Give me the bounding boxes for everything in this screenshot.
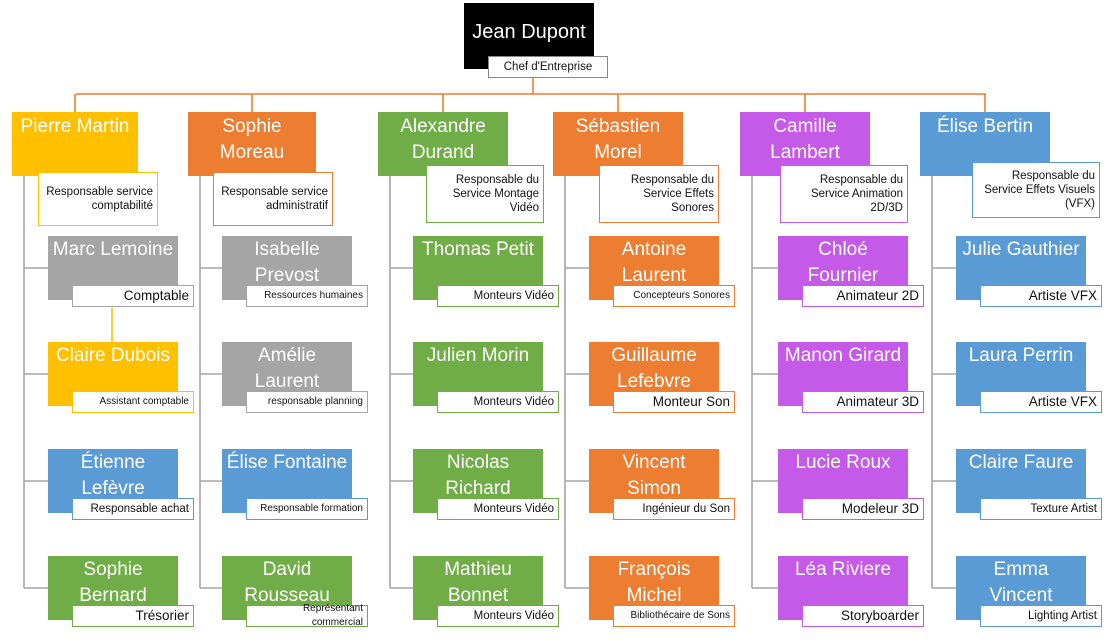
staff-role: Responsable formation (246, 498, 368, 520)
staff-name: Antoine Laurent (621, 239, 687, 286)
staff-name: David Rousseau (244, 559, 330, 606)
manager-name: Sébastien Morel (575, 116, 661, 163)
staff-role: Assistant comptable (72, 391, 194, 413)
ceo-role: Chef d'Entreprise (488, 56, 608, 78)
staff-name: Manon Girard (784, 345, 902, 366)
staff-name: Mathieu Bonnet (444, 559, 512, 606)
staff-role: Comptable (72, 285, 194, 307)
manager-name: Pierre Martin (20, 116, 130, 137)
staff-name: Julie Gauthier (962, 239, 1080, 260)
staff-role: Monteurs Vidéo (437, 285, 559, 307)
staff-role: Trésorier (72, 605, 194, 627)
staff-name: Isabelle Prevost (254, 239, 320, 286)
staff-role: Responsable achat (72, 498, 194, 520)
manager-role: Responsable du Service Animation 2D/3D (780, 165, 908, 223)
staff-name: Chloé Fournier (807, 239, 879, 286)
staff-role: Monteurs Vidéo (437, 498, 559, 520)
manager-box[interactable]: Pierre Martin (12, 112, 138, 176)
staff-box[interactable]: Amélie Laurent (222, 342, 352, 406)
manager-name: Élise Bertin (936, 116, 1034, 137)
manager-box[interactable]: Sophie Moreau (188, 112, 316, 176)
staff-role: Monteurs Vidéo (437, 391, 559, 413)
staff-box[interactable]: Marc Lemoine (48, 236, 178, 300)
staff-role: Ingénieur du Son (613, 498, 735, 520)
staff-role: responsable planning (246, 391, 368, 413)
staff-name: Guillaume Lefebvre (611, 345, 697, 392)
staff-role: Représentant commercial (246, 603, 368, 628)
staff-role: Texture Artist (980, 498, 1102, 520)
staff-role: Artiste VFX (980, 285, 1102, 307)
staff-role: Bibliothécaire de Sons (613, 605, 735, 627)
staff-name: Étienne Lefèvre (80, 452, 146, 499)
manager-name: Camille Lambert (770, 116, 840, 163)
staff-role: Ressources humaines (246, 285, 368, 307)
staff-name: Nicolas Richard (445, 452, 511, 499)
staff-name: Julien Morin (426, 345, 530, 366)
staff-role: Animateur 3D (802, 391, 924, 413)
staff-role: Animateur 2D (802, 285, 924, 307)
staff-role: Concepteurs Sonores (613, 285, 735, 307)
staff-name: Léa Riviere (794, 559, 892, 580)
staff-role: Modeleur 3D (802, 498, 924, 520)
staff-role: Storyboarder (802, 605, 924, 627)
staff-name: Emma Vincent (989, 559, 1053, 606)
manager-role: Responsable service administratif (213, 172, 333, 226)
staff-role: Monteur Son (613, 391, 735, 413)
manager-role: Responsable service comptabilité (38, 172, 158, 226)
manager-role: Responsable du Service Montage Vidéo (426, 165, 544, 223)
staff-box[interactable]: Sophie Bernard (48, 556, 178, 620)
staff-name: Claire Faure (968, 452, 1074, 473)
staff-name: Marc Lemoine (52, 239, 174, 260)
manager-name: Alexandre Durand (400, 116, 486, 163)
staff-name: Vincent Simon (622, 452, 686, 499)
ceo-name: Jean Dupont (472, 21, 586, 43)
staff-name: Sophie Bernard (79, 559, 147, 606)
staff-role: Artiste VFX (980, 391, 1102, 413)
staff-name: Amélie Laurent (254, 345, 320, 392)
staff-name: Laura Perrin (968, 345, 1074, 366)
manager-name: Sophie Moreau (219, 116, 285, 163)
staff-name: Lucie Roux (795, 452, 891, 473)
manager-role: Responsable du Service Effets Sonores (599, 165, 719, 223)
staff-name: Claire Dubois (55, 345, 171, 366)
staff-name: François Michel (617, 559, 691, 606)
staff-role: Lighting Artist (980, 605, 1102, 627)
manager-role: Responsable du Service Effets Visuels (V… (972, 162, 1100, 218)
staff-name: Élise Fontaine (226, 452, 348, 473)
staff-name: Thomas Petit (422, 239, 534, 260)
staff-role: Monteurs Vidéo (437, 605, 559, 627)
